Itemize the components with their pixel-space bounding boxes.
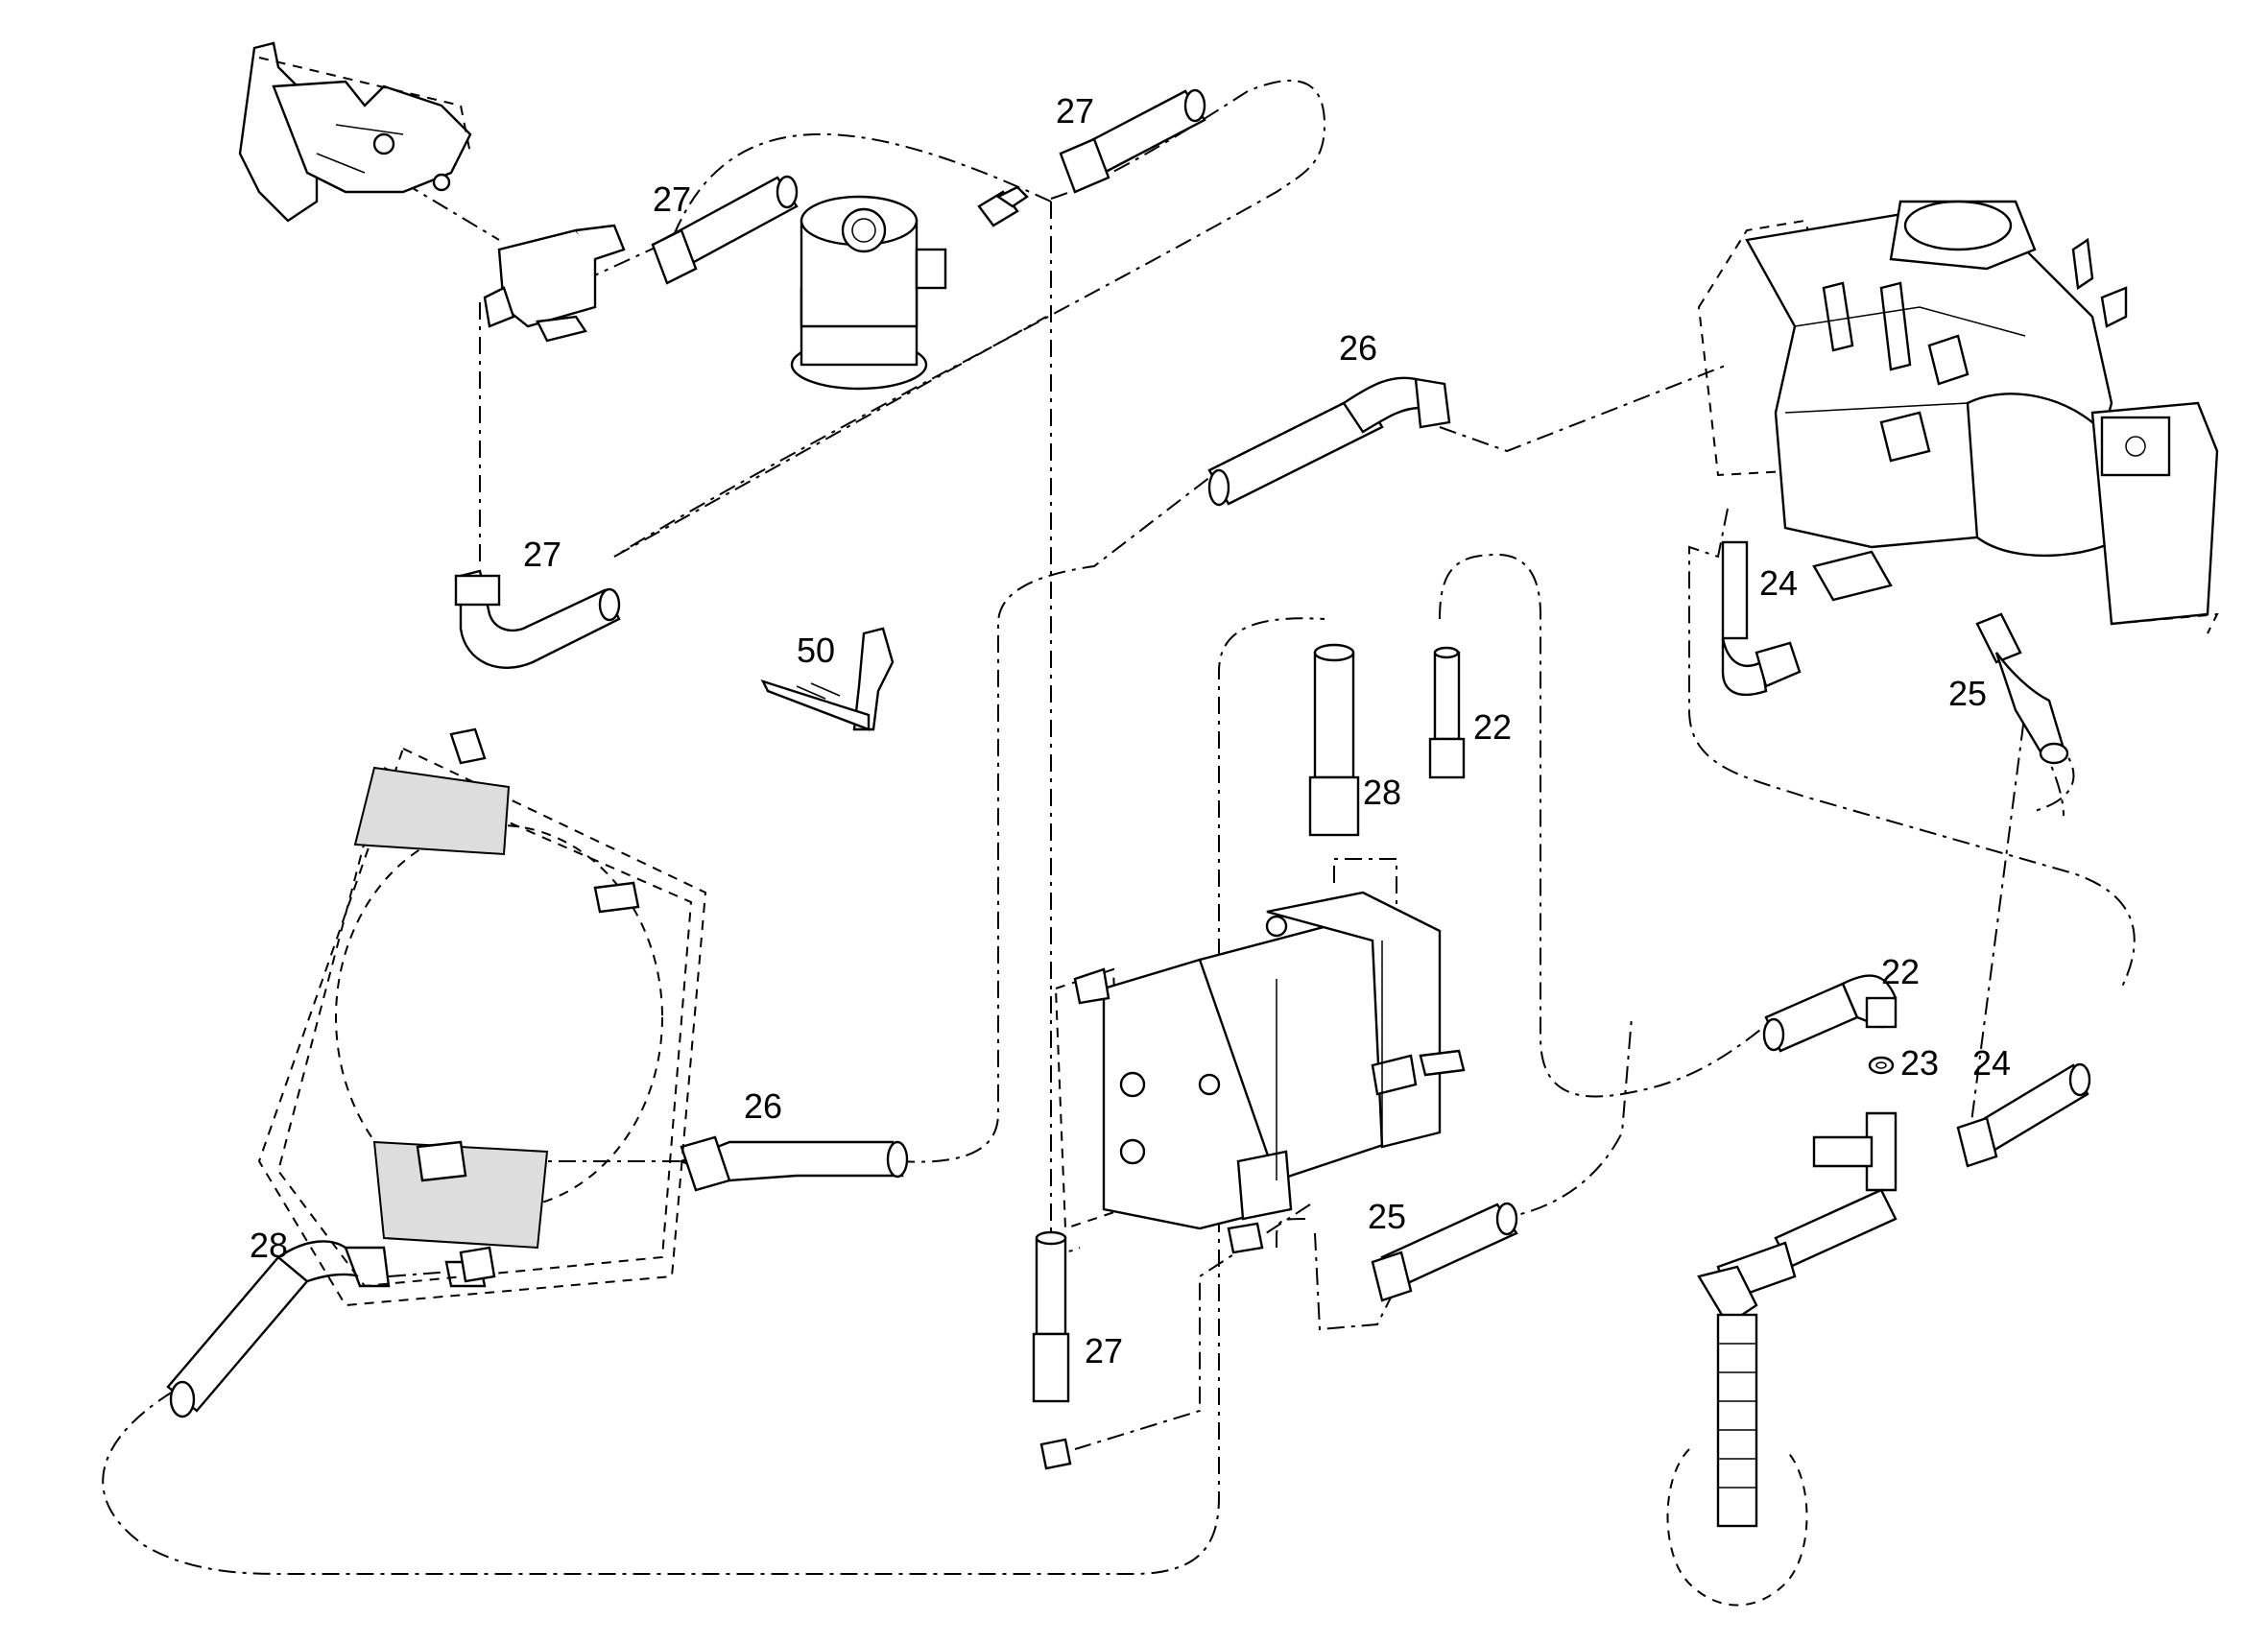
part-label-22: 22 — [1473, 707, 1512, 747]
hose-25-lower — [1371, 1202, 1518, 1302]
route-line-26-lower — [896, 469, 1220, 1163]
pedal-valve-assembly — [238, 41, 472, 223]
hose-26-lower — [678, 1135, 909, 1192]
route-line-24-right — [1688, 508, 2136, 989]
hose-22-vertical — [1428, 646, 1466, 779]
route-line-steering-loop — [613, 80, 1326, 558]
part-label-27: 27 — [523, 535, 561, 574]
steering-unit — [790, 195, 947, 391]
route-line-filter-to-fitting — [1074, 1203, 1311, 1450]
hose-28-vertical — [1308, 643, 1360, 837]
fitting-top — [977, 185, 1029, 227]
route-line-26-top — [1439, 364, 1729, 453]
part-label-24: 24 — [1759, 563, 1798, 603]
route-line-28-loop — [102, 617, 1325, 1575]
oil-cooler — [257, 727, 707, 1307]
route-line-steering-left — [541, 132, 1052, 300]
hose-27-left-elbow — [454, 569, 621, 669]
hydraulic-motor — [1054, 891, 1466, 1254]
part-label-26: 26 — [744, 1086, 782, 1126]
part-label-25: 25 — [1948, 674, 1987, 713]
steering-valve-block — [483, 224, 626, 343]
hose-28-lower-left — [166, 1240, 487, 1418]
part-label-28: 28 — [1363, 773, 1401, 812]
route-line-27-lower — [613, 316, 1047, 558]
tie-strap-50 — [760, 627, 895, 731]
part-label-50: 50 — [797, 631, 835, 670]
hose-27-lower-vertical — [1032, 1230, 1072, 1470]
part-label-24: 24 — [1972, 1043, 2011, 1083]
part-label-26: 26 — [1339, 328, 1377, 368]
part-label-27: 27 — [653, 179, 691, 219]
route-line-fitting-to-25 — [1314, 1232, 1402, 1331]
route-line-valve-to-motor — [1333, 858, 1397, 1008]
washer-23 — [1868, 1056, 1895, 1075]
route-line-motor-to-25 — [1276, 1218, 1306, 1248]
hose-25-right — [1975, 612, 2069, 765]
part-label-23: 23 — [1900, 1043, 1939, 1083]
hydraulic-pump-assembly — [1697, 200, 2219, 634]
part-label-22: 22 — [1881, 952, 1920, 991]
route-line-22-loop — [1439, 553, 1777, 1098]
hose-27-upper-right — [1059, 88, 1206, 194]
route-line-radiator-to-28 — [388, 1271, 452, 1277]
hose-24-right-upper — [1721, 540, 1802, 697]
hose-26-upper — [1207, 376, 1451, 507]
part-label-27: 27 — [1085, 1331, 1123, 1370]
part-label-27: 27 — [1056, 91, 1094, 131]
route-line-hose27-vertical — [1050, 202, 1081, 1252]
route-line-25-lower — [1496, 1016, 1633, 1220]
hose-24-right-lower — [1956, 1062, 2091, 1168]
part-label-28: 28 — [250, 1226, 288, 1265]
hose-22-right — [1762, 974, 1898, 1053]
hose-27-upper-left — [651, 175, 799, 285]
part-label-25: 25 — [1368, 1197, 1406, 1236]
route-line-pedal-to-valve — [402, 181, 500, 241]
tee-fitting-accumulator — [1666, 1111, 1898, 1607]
